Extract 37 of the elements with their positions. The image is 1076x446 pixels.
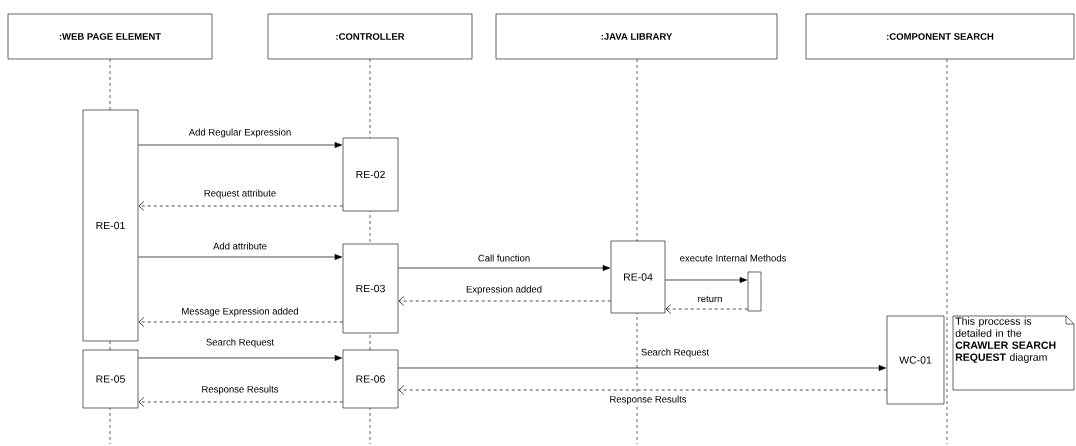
activation-box: RE-01 — [82, 109, 139, 342]
arrow — [138, 201, 344, 211]
edge-label: Message Expression added — [180, 306, 300, 318]
arrow — [398, 296, 612, 306]
arrow — [397, 365, 887, 371]
edge-label: Add Regular Expression — [187, 127, 293, 139]
edge-label: Add attribute — [212, 241, 268, 251]
arrow — [138, 397, 344, 407]
arrow — [397, 265, 611, 271]
lifeline-header: :CONTROLLER — [267, 13, 473, 60]
lifeline-header: :JAVA LIBRARY — [495, 13, 778, 60]
edge-label: Search Request — [204, 337, 276, 349]
arrow — [665, 304, 749, 314]
lifeline-header: :COMPONENT SEARCH — [805, 13, 1075, 60]
activation-box: RE-04 — [610, 240, 666, 314]
arrow — [137, 355, 343, 361]
activation-box: RE-05 — [82, 349, 139, 409]
arrow — [398, 385, 888, 395]
activation-bar — [747, 271, 762, 312]
edge-label: return — [696, 294, 724, 304]
activation-box: RE-06 — [342, 349, 399, 409]
note: This proccess is detailed in the CRAWLER SEARCH REQUEST diagram — [952, 315, 1075, 391]
arrow — [137, 254, 343, 260]
edge-label: Call function — [476, 253, 532, 263]
arrow — [137, 142, 343, 148]
edge-label: Search Request — [639, 347, 711, 359]
arrow — [138, 317, 344, 327]
arrow — [664, 277, 748, 283]
activation-box: WC-01 — [886, 315, 945, 405]
edge-label: execute Internal Methods — [678, 253, 788, 263]
activation-box: RE-02 — [342, 137, 399, 212]
lifeline-header: :WEB PAGE ELEMENT — [7, 13, 213, 60]
activation-box: RE-03 — [342, 243, 399, 334]
edge-label: Response Results — [608, 394, 688, 406]
edge-label: Expression added — [465, 284, 544, 296]
edge-label: Request attribute — [202, 188, 278, 200]
edge-label: Response Results — [200, 384, 280, 396]
